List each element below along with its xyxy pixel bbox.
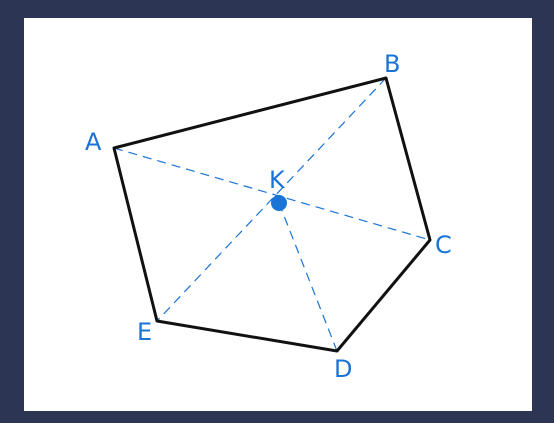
dashed-line-a-c [113,147,431,241]
label-a: A [85,128,102,156]
dashed-lines [113,77,431,352]
figure-canvas: A B C D E K [24,18,532,411]
label-k: K [269,166,286,194]
pentagon-abcde [112,76,432,353]
label-d: D [334,355,352,383]
dashed-line-b-e [156,77,387,322]
label-c: C [435,231,452,259]
label-e: E [137,318,152,346]
point-k [271,195,287,211]
label-b: B [384,50,400,78]
pentagon-diagram: A B C D E K [85,50,452,383]
dashed-line-k-d [278,202,338,352]
